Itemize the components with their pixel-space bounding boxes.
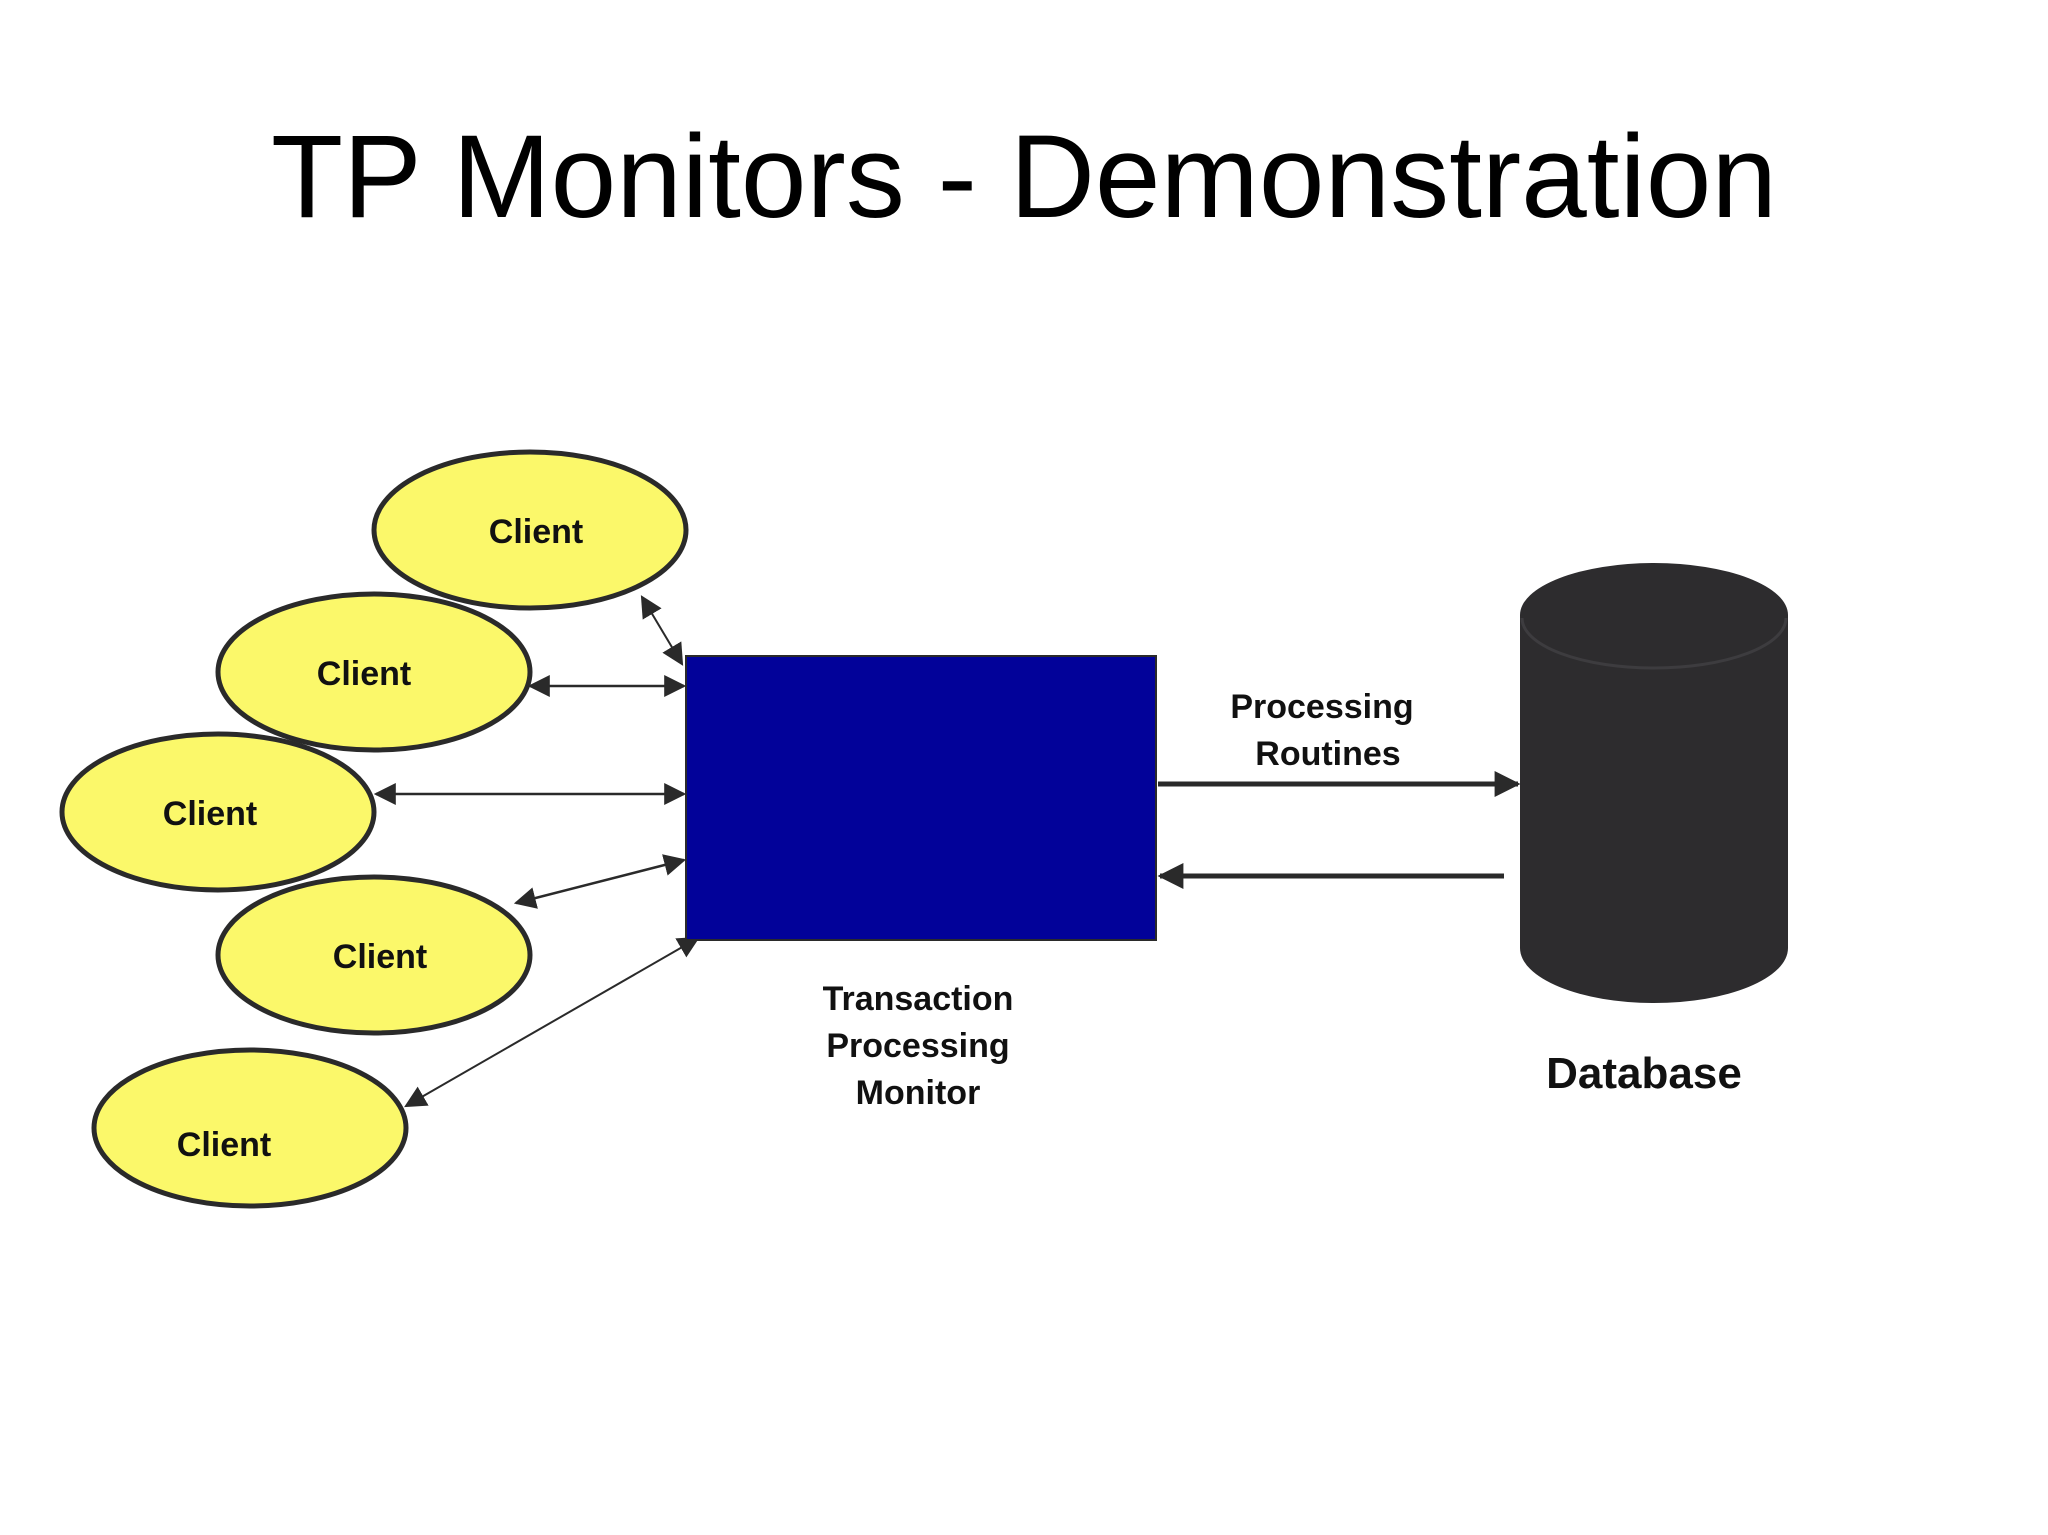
link-label-line-2: Routines [1255, 735, 1400, 773]
client-node-5: Client [91, 1047, 409, 1209]
client-label: Client [177, 1126, 271, 1164]
database-cylinder-top [1520, 563, 1788, 667]
client-node-2: Client [215, 591, 533, 753]
database-label: Database [1546, 1049, 1742, 1098]
monitor-label-line-2: Processing [826, 1027, 1009, 1065]
client-node-3: Client [59, 731, 377, 893]
client-label: Client [333, 938, 427, 976]
client-node-1: Client [371, 449, 689, 611]
connector-client-4 [513, 854, 687, 909]
link-label-line-1: Processing [1230, 688, 1413, 726]
database-cylinder-body [1520, 615, 1788, 1003]
client-node-4: Client [215, 874, 533, 1036]
connector-client-1 [640, 595, 684, 666]
connector-client-5 [404, 936, 700, 1108]
monitor-node: Transaction Processing Monitor [685, 655, 1157, 1112]
client-label: Client [489, 513, 583, 551]
client-label: Client [317, 655, 411, 693]
database-node: Database [1520, 563, 1788, 1098]
slide-title: TP Monitors - Demonstration [270, 111, 1778, 243]
monitor-label-line-3: Monitor [856, 1074, 981, 1112]
monitor-label-line-1: Transaction [823, 980, 1014, 1018]
database-cylinder-rim [1520, 617, 1788, 670]
client-label: Client [163, 795, 257, 833]
